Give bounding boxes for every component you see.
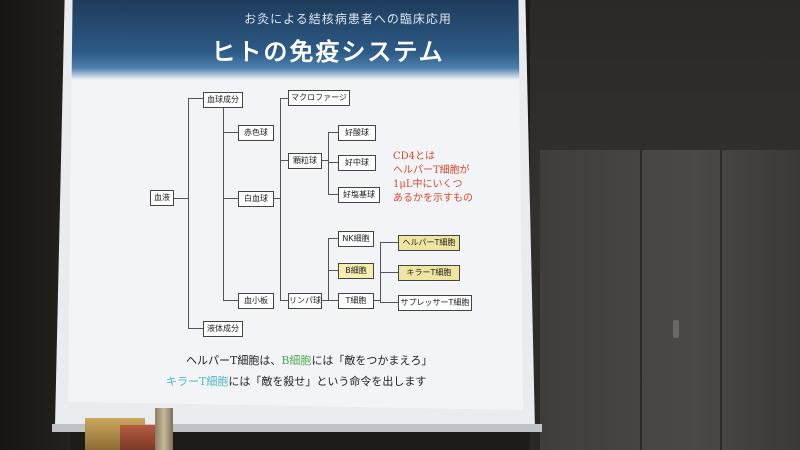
node-eosinophil: 好酸球: [338, 125, 376, 141]
connector: [223, 300, 238, 301]
connector: [320, 160, 328, 161]
connector: [223, 132, 238, 133]
cabinet-seam: [720, 150, 722, 450]
cd4-note: CD4とは ヘルパーT細胞が 1μL中にいくつ あるかを示すもの: [393, 150, 513, 206]
projected-slide: お灸による結核病患者への臨床応用 ヒトの免疫システム 血液 血球成分 液体成分 …: [68, 0, 523, 410]
connector: [320, 300, 328, 301]
connector: [328, 270, 338, 271]
node-granulocyte: 顆粒球: [288, 153, 322, 169]
node-red-blood-cell: 赤色球: [238, 125, 274, 141]
caption-text: ヘルパーT細胞は、: [186, 354, 282, 367]
node-suppressor-t-cell: サプレッサーT細胞: [398, 295, 472, 311]
node-killer-t-cell: キラーT細胞: [398, 265, 460, 281]
connector: [280, 160, 288, 161]
node-blood-cells: 血球成分: [203, 92, 243, 108]
node-white-blood-cell: 白血球: [238, 191, 274, 207]
connector: [272, 198, 280, 199]
connector: [280, 300, 288, 301]
node-basophil: 好塩基球: [338, 187, 380, 203]
connector: [328, 238, 329, 300]
connector: [188, 98, 189, 328]
connector: [380, 272, 398, 273]
connector: [328, 238, 338, 239]
connector: [328, 132, 329, 194]
caption-text: には「敵を殺せ」という命令を出します: [228, 375, 427, 388]
slide-subtitle: お灸による結核病患者への臨床応用: [244, 12, 452, 26]
cabinet-seam: [640, 150, 642, 450]
connector: [280, 98, 288, 99]
cabinet-handle: [673, 320, 679, 338]
node-helper-t-cell: ヘルパーT細胞: [398, 235, 460, 251]
connector: [328, 162, 338, 163]
slide-title: ヒトの免疫システム: [211, 38, 445, 66]
connector: [380, 302, 398, 303]
note-line: CD4とは: [393, 151, 436, 162]
node-t-cell: T細胞: [338, 293, 374, 309]
node-nk-cell: NK細胞: [338, 231, 374, 247]
foreground-box: [120, 425, 158, 450]
connector: [328, 132, 338, 133]
connector: [280, 98, 281, 300]
foreground-bottle: [155, 408, 173, 450]
note-line: あるかを示すもの: [393, 193, 473, 204]
cabinet: [540, 150, 800, 450]
node-platelet: 血小板: [238, 293, 274, 309]
note-line: ヘルパーT細胞が: [393, 165, 470, 176]
connector: [372, 300, 380, 301]
node-b-cell: B細胞: [338, 263, 374, 279]
node-blood: 血液: [150, 190, 174, 206]
caption-text: には「敵をつかまえろ」: [311, 354, 433, 367]
connector: [173, 198, 188, 199]
connector: [328, 194, 338, 195]
node-macrophage: マクロファージ: [288, 90, 350, 106]
slide-header: [68, 0, 523, 80]
caption-killer-t-cell: キラーT細胞: [166, 375, 229, 388]
connector: [380, 242, 398, 243]
connector: [188, 98, 203, 99]
note-line: 1μL中にいくつ: [393, 179, 463, 190]
connector: [328, 300, 338, 301]
connector: [223, 106, 224, 300]
caption-b-cell: B細胞: [281, 354, 312, 367]
caption-line-1: ヘルパーT細胞は、B細胞には「敵をつかまえろ」: [186, 352, 432, 368]
node-lymphocyte: リンパ球: [288, 293, 322, 309]
connector: [223, 198, 238, 199]
caption-line-2: キラーT細胞には「敵を殺せ」という命令を出します: [166, 373, 426, 389]
node-neutrophil: 好中球: [338, 155, 376, 171]
screen-bottom-bar: [52, 424, 542, 432]
connector: [188, 328, 203, 329]
node-plasma: 液体成分: [203, 321, 243, 337]
